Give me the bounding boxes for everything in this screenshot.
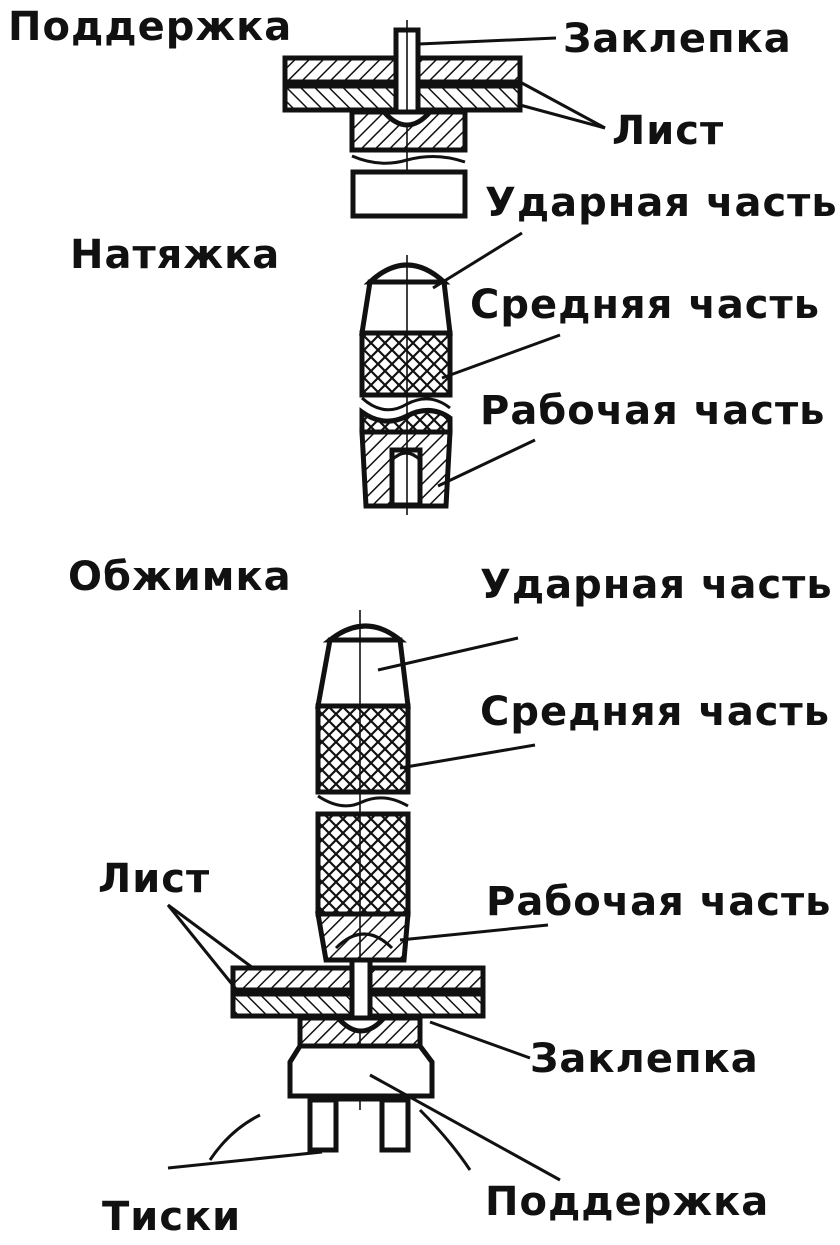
label-middle-part-2: Средняя часть: [480, 689, 830, 735]
label-working-part-2: Рабочая часть: [486, 879, 831, 925]
label-rivet-bottom: Заклепка: [530, 1036, 759, 1082]
leader-lines: [166, 36, 606, 1182]
crimper-tool: [315, 610, 411, 1110]
label-crimper: Обжимка: [68, 554, 292, 600]
label-vise: Тиски: [102, 1194, 241, 1240]
label-sheet-top: Лист: [612, 108, 724, 154]
label-support-top: Поддержка: [8, 4, 292, 50]
label-sheet-bottom: Лист: [98, 856, 210, 902]
label-strike-part-2: Ударная часть: [480, 562, 833, 608]
support-setup-figure: [282, 20, 523, 219]
label-support-bottom: Поддержка: [485, 1179, 769, 1225]
label-rivet-top: Заклепка: [563, 16, 792, 62]
label-working-part-1: Рабочая часть: [480, 388, 825, 434]
label-middle-part-1: Средняя часть: [470, 282, 820, 328]
label-strike-part-1: Ударная часть: [485, 180, 838, 226]
labels: Поддержка Заклепка Лист Ударная часть На…: [8, 4, 838, 1240]
crimper-sheets-and-support: [208, 957, 486, 1171]
label-tensioner: Натяжка: [70, 232, 280, 278]
tensioner-tool: [359, 255, 453, 515]
